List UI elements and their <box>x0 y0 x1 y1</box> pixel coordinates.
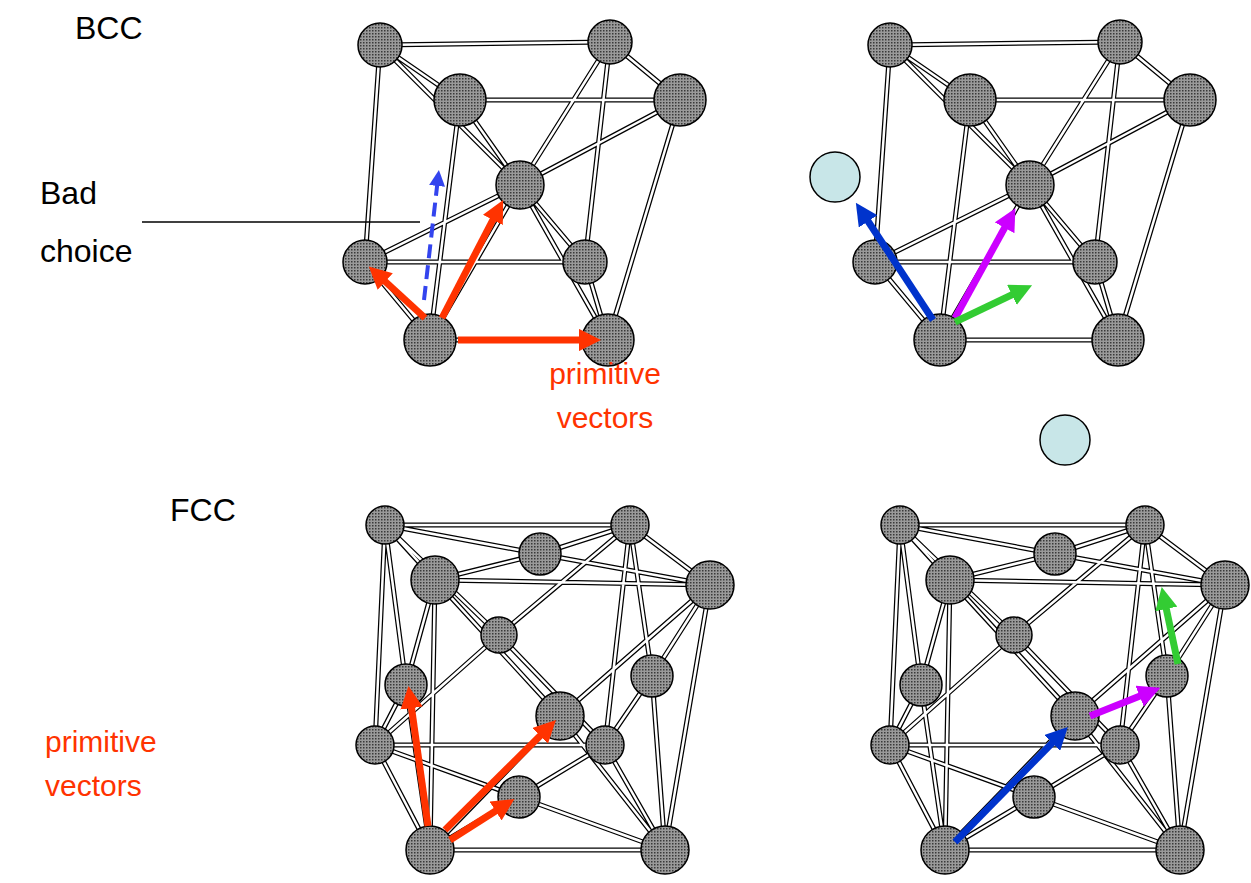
extra-atom <box>810 152 860 202</box>
vector-label: primitive vectors <box>45 720 205 807</box>
fcc-cell <box>356 506 734 874</box>
bcc-cell <box>853 20 1216 366</box>
structure-label: FCC <box>170 482 290 540</box>
structure-label: Bad choice <box>40 165 145 280</box>
fcc-cell <box>871 506 1249 874</box>
extra-atom <box>1040 415 1090 465</box>
leader-line <box>142 221 420 223</box>
structure-label: BCC <box>75 0 195 58</box>
bcc-cell <box>343 20 706 366</box>
vector-arrows <box>377 178 1178 842</box>
vector-label: primitive vectors <box>505 352 705 439</box>
